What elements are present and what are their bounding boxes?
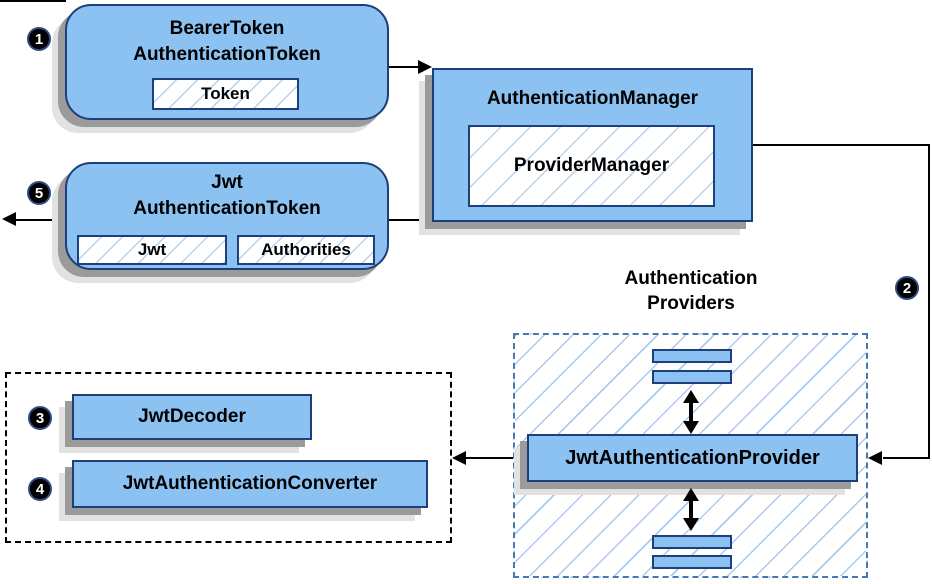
- step-2-badge: 2: [895, 276, 919, 300]
- authentication-manager-node: AuthenticationManager ProviderManager: [432, 68, 753, 222]
- arrow-to-authentication-manager-line: [389, 66, 419, 68]
- authentication-providers-heading-line2: Providers: [647, 293, 735, 314]
- authentication-providers-heading: Authentication Providers: [513, 266, 869, 316]
- provider-list-arrow-bottom-down-icon: [683, 518, 699, 531]
- bearer-token-title-line2: AuthenticationToken: [133, 44, 321, 65]
- authorities-chip: Authorities: [237, 235, 375, 265]
- jwt-decoder-node: JwtDecoder: [72, 394, 312, 440]
- provider-slot-bar: [652, 535, 732, 549]
- provider-slot-bar: [652, 349, 732, 363]
- provider-list-arrow-bottom-up-icon: [683, 488, 699, 501]
- token-chip: Token: [152, 78, 299, 110]
- arrow-jwt-token-out-line: [16, 219, 65, 221]
- jwt-authentication-token-title: Jwt AuthenticationToken: [67, 170, 387, 222]
- provider-manager-chip: ProviderManager: [468, 125, 715, 207]
- arrow-request-in-line: [0, 0, 66, 2]
- jwt-authentication-token-title-line2: AuthenticationToken: [133, 198, 321, 219]
- authentication-manager-title: AuthenticationManager: [486, 88, 699, 109]
- provider-list-arrow-top-up-icon: [683, 390, 699, 403]
- provider-list-arrow-top-shaft: [689, 400, 693, 424]
- provider-slot-bar: [652, 370, 732, 384]
- jwt-chip: Jwt: [77, 235, 227, 265]
- arrow-jwt-token-out-head-icon: [2, 212, 16, 226]
- arrow-provider-to-helpers-head-icon: [452, 451, 466, 465]
- jwt-authentication-converter-node: JwtAuthenticationConverter: [72, 460, 428, 508]
- bearer-token-title-line1: BearerToken: [169, 18, 285, 39]
- arrow-to-providers-head-icon: [868, 451, 882, 465]
- arrow-provider-to-helpers-line: [466, 457, 513, 459]
- line-manager-to-jwt-token: [389, 219, 432, 221]
- provider-list-arrow-top-down-icon: [683, 421, 699, 434]
- jwt-authentication-token-title-line1: Jwt: [211, 172, 243, 193]
- arrow-to-providers-top-line: [753, 144, 930, 146]
- arrow-to-providers-vertical-line: [928, 144, 930, 459]
- step-3-badge: 3: [28, 406, 52, 430]
- provider-slot-bar: [652, 555, 732, 569]
- jwt-authentication-provider-node: JwtAuthenticationProvider: [527, 434, 858, 482]
- step-1-badge: 1: [27, 27, 51, 51]
- jwt-authentication-token-node: Jwt AuthenticationToken Jwt Authorities: [65, 162, 389, 270]
- step-4-badge: 4: [28, 477, 52, 501]
- authentication-providers-heading-line1: Authentication: [624, 268, 758, 289]
- provider-list-arrow-bottom-shaft: [689, 498, 693, 522]
- arrow-to-authentication-manager-head-icon: [418, 60, 432, 74]
- helpers-group: [5, 372, 452, 543]
- bearer-token-title: BearerToken AuthenticationToken: [67, 16, 387, 68]
- arrow-to-providers-bottom-line: [883, 457, 930, 459]
- bearer-token-node: BearerToken AuthenticationToken Token: [65, 4, 389, 120]
- step-5-badge: 5: [27, 181, 51, 205]
